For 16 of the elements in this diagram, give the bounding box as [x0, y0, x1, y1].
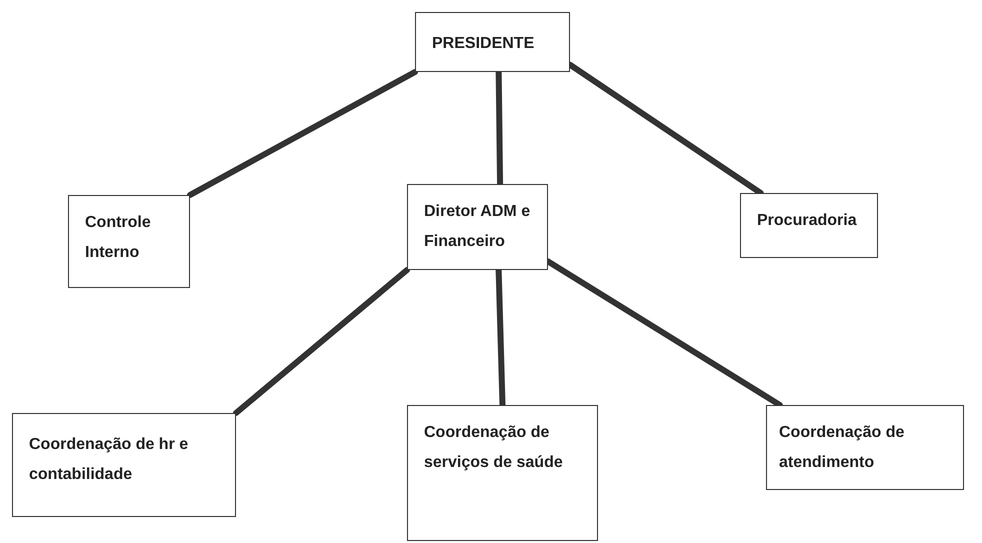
- box-label: PRESIDENTE: [432, 34, 536, 54]
- org-box: [12, 413, 236, 517]
- org-box: [407, 184, 548, 270]
- org-box: [740, 193, 878, 258]
- box-label: Procuradoria: [757, 211, 858, 231]
- org-box: [407, 405, 598, 541]
- connector-line: [233, 267, 410, 416]
- box-label: Coordenação de hr e contabilidade: [29, 435, 190, 485]
- org-box: [68, 195, 190, 288]
- org-box: [766, 405, 964, 490]
- box-label: Coordenação de atendimento: [779, 423, 906, 473]
- box-label: Coordenação de serviços de saúde: [424, 423, 564, 473]
- box-label: Diretor ADM e Financeiro: [424, 202, 532, 252]
- connector-line: [187, 69, 418, 198]
- box-label: Controle Interno: [85, 213, 152, 263]
- org-box: [415, 12, 570, 72]
